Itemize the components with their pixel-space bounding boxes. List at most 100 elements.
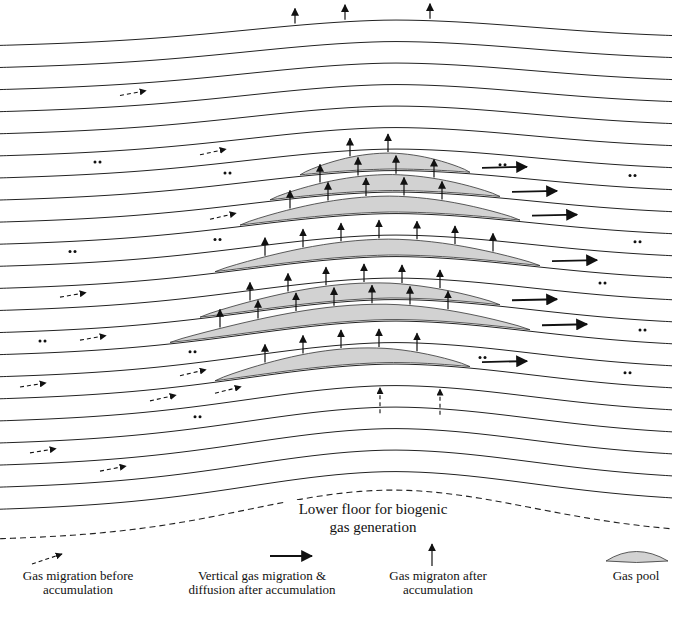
sediment-dot: [224, 171, 227, 174]
sediment-dot: [74, 250, 77, 253]
pre-accumulation-arrow: [150, 395, 176, 401]
sediment-dot: [504, 163, 507, 166]
dot-pairs: [39, 161, 647, 419]
sediment-dot: [39, 340, 42, 343]
pre-accumulation-arrow: [30, 449, 56, 453]
vertical-arrow: [294, 9, 295, 24]
vertical-arrow: [327, 183, 328, 201]
pre-accumulation-arrow: [180, 370, 206, 376]
stratum-line: [0, 364, 672, 399]
vertical-arrow: [349, 138, 350, 156]
sediment-dot: [629, 371, 632, 374]
vertical-arrow: [387, 134, 388, 152]
sediment-dot: [634, 174, 637, 177]
pre-accumulation-arrow: [215, 387, 241, 394]
stratum-line: [0, 42, 672, 68]
legend-vertical-arrow: [431, 544, 432, 566]
pre-accumulation-arrow: [20, 383, 46, 387]
gas-pool: [300, 153, 470, 175]
vertical-arrow: [340, 330, 341, 348]
vertical-arrow: [287, 274, 288, 292]
sediment-dot: [479, 356, 482, 359]
sediment-dot: [604, 281, 607, 284]
stratum-line: [0, 214, 672, 245]
vertical-arrow: [325, 267, 326, 285]
vertical-arrow: [447, 291, 448, 309]
vertical-arrow: [492, 233, 493, 251]
sediment-dot: [639, 328, 642, 331]
vertical-arrow: [357, 158, 358, 176]
vertical-arrow: [319, 164, 320, 182]
sediment-dot: [99, 161, 102, 164]
lateral-arrow: [482, 361, 527, 362]
lateral-arrow: [512, 299, 557, 300]
stratum-line: [0, 171, 672, 200]
lateral-arrow: [512, 191, 557, 192]
vertical-arrow: [403, 178, 404, 196]
sediment-dot: [189, 350, 192, 353]
pre-accumulation-arrow: [439, 389, 440, 415]
legend-entry: Gas migraton after accumulation: [376, 569, 500, 597]
legend-bold-arrow: [270, 555, 312, 557]
lateral-arrow: [482, 167, 527, 168]
gas-pool: [215, 348, 470, 381]
stratum-line: [0, 85, 672, 112]
pre-accumulation-arrow: [80, 336, 106, 341]
vertical-arrow: [429, 4, 430, 19]
vertical-arrow: [441, 182, 442, 200]
legend-entry: Gas migration before accumulation: [3, 569, 153, 597]
sediment-dot: [194, 350, 197, 353]
stratum-line: [0, 257, 672, 289]
sediment-dot: [499, 163, 502, 166]
vertical-arrow: [295, 293, 296, 311]
lateral-arrow: [552, 260, 597, 261]
sediment-dot: [629, 174, 632, 177]
sediment-dot: [644, 328, 647, 331]
sediment-dot: [219, 238, 222, 241]
gas-pool: [170, 304, 530, 342]
pre-accumulation-arrow: [100, 466, 126, 471]
legend-entry: Gas pool: [603, 569, 669, 583]
stratum-line: [0, 450, 672, 487]
sediment-dot: [94, 161, 97, 164]
pre-accumulation-arrow: [210, 213, 236, 219]
vertical-arrow: [219, 309, 220, 327]
migration-arrows: [20, 4, 597, 471]
legend-text: Gas pool: [613, 568, 660, 583]
vertical-arrow: [395, 156, 396, 174]
sediment-dot: [194, 415, 197, 418]
stratum-line: [0, 386, 672, 421]
sediment-dot: [69, 250, 72, 253]
legend-text: Gas migration before accumulation: [23, 568, 133, 597]
gas-pool: [240, 196, 520, 225]
vertical-arrow: [302, 336, 303, 354]
sediment-dot: [44, 340, 47, 343]
floor-label-text: Lower floor for biogenic gas generation: [299, 501, 448, 535]
sediment-dot: [624, 371, 627, 374]
gas-pools: [170, 153, 540, 381]
vertical-arrow: [363, 264, 364, 282]
stratum-line: [0, 429, 672, 465]
pre-accumulation-arrow: [60, 293, 86, 297]
vertical-arrow: [439, 270, 440, 288]
sediment-dot: [599, 281, 602, 284]
pre-accumulation-arrow: [120, 91, 146, 96]
stratum-line: [0, 63, 672, 90]
lateral-arrow: [542, 324, 587, 325]
sediment-dot: [214, 238, 217, 241]
vertical-arrow: [344, 5, 345, 20]
lateral-arrow: [532, 215, 577, 216]
strata-lines: [0, 20, 672, 509]
gas-pool: [215, 239, 540, 272]
stratum-line: [0, 407, 672, 443]
vertical-arrow: [416, 333, 417, 351]
sediment-dot: [484, 356, 487, 359]
sediment-dot: [634, 240, 637, 243]
legend-pool-swatch: [606, 552, 668, 563]
sediment-dot: [199, 415, 202, 418]
vertical-arrow: [378, 329, 379, 347]
sediment-dot: [229, 171, 232, 174]
floor-label: Lower floor for biogenic gas generation: [285, 500, 461, 536]
stratum-line: [0, 20, 672, 45]
